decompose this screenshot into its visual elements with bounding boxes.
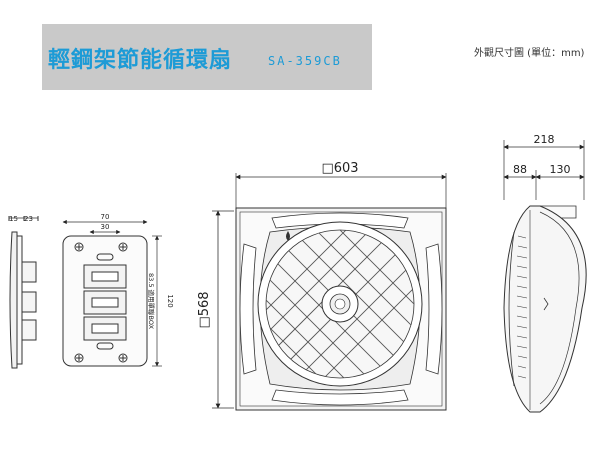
plate-front-view xyxy=(62,219,162,367)
fan-front-view xyxy=(212,173,447,411)
product-title: 輕鋼架節能循環扇 xyxy=(48,48,233,73)
dim-fan-lower-depth: 130 xyxy=(550,163,571,176)
title-banner: 輕鋼架節能循環扇 SA-359CB xyxy=(42,24,372,90)
dim-fan-total-depth: 218 xyxy=(534,133,555,146)
dim-plate-side-left: 15 xyxy=(9,215,18,223)
plate-side-view xyxy=(8,216,39,369)
model-number: SA-359CB xyxy=(268,54,342,68)
dim-fan-upper-depth: 88 xyxy=(513,163,527,176)
drawing-caption: 外觀尺寸圖 (單位：mm) xyxy=(474,48,585,59)
dim-plate-side-right: 23 xyxy=(24,215,33,223)
dim-plate-total-width: 70 xyxy=(101,213,110,221)
dim-fan-height: □568 xyxy=(197,291,212,328)
dim-fan-width: □603 xyxy=(321,161,358,176)
dim-plate-hole-spacing: 30 xyxy=(101,223,110,231)
dim-plate-box-label: 83.5 適用單聯BOX xyxy=(147,273,156,330)
dim-plate-height: 120 xyxy=(166,294,174,307)
fan-side-view xyxy=(503,140,587,413)
